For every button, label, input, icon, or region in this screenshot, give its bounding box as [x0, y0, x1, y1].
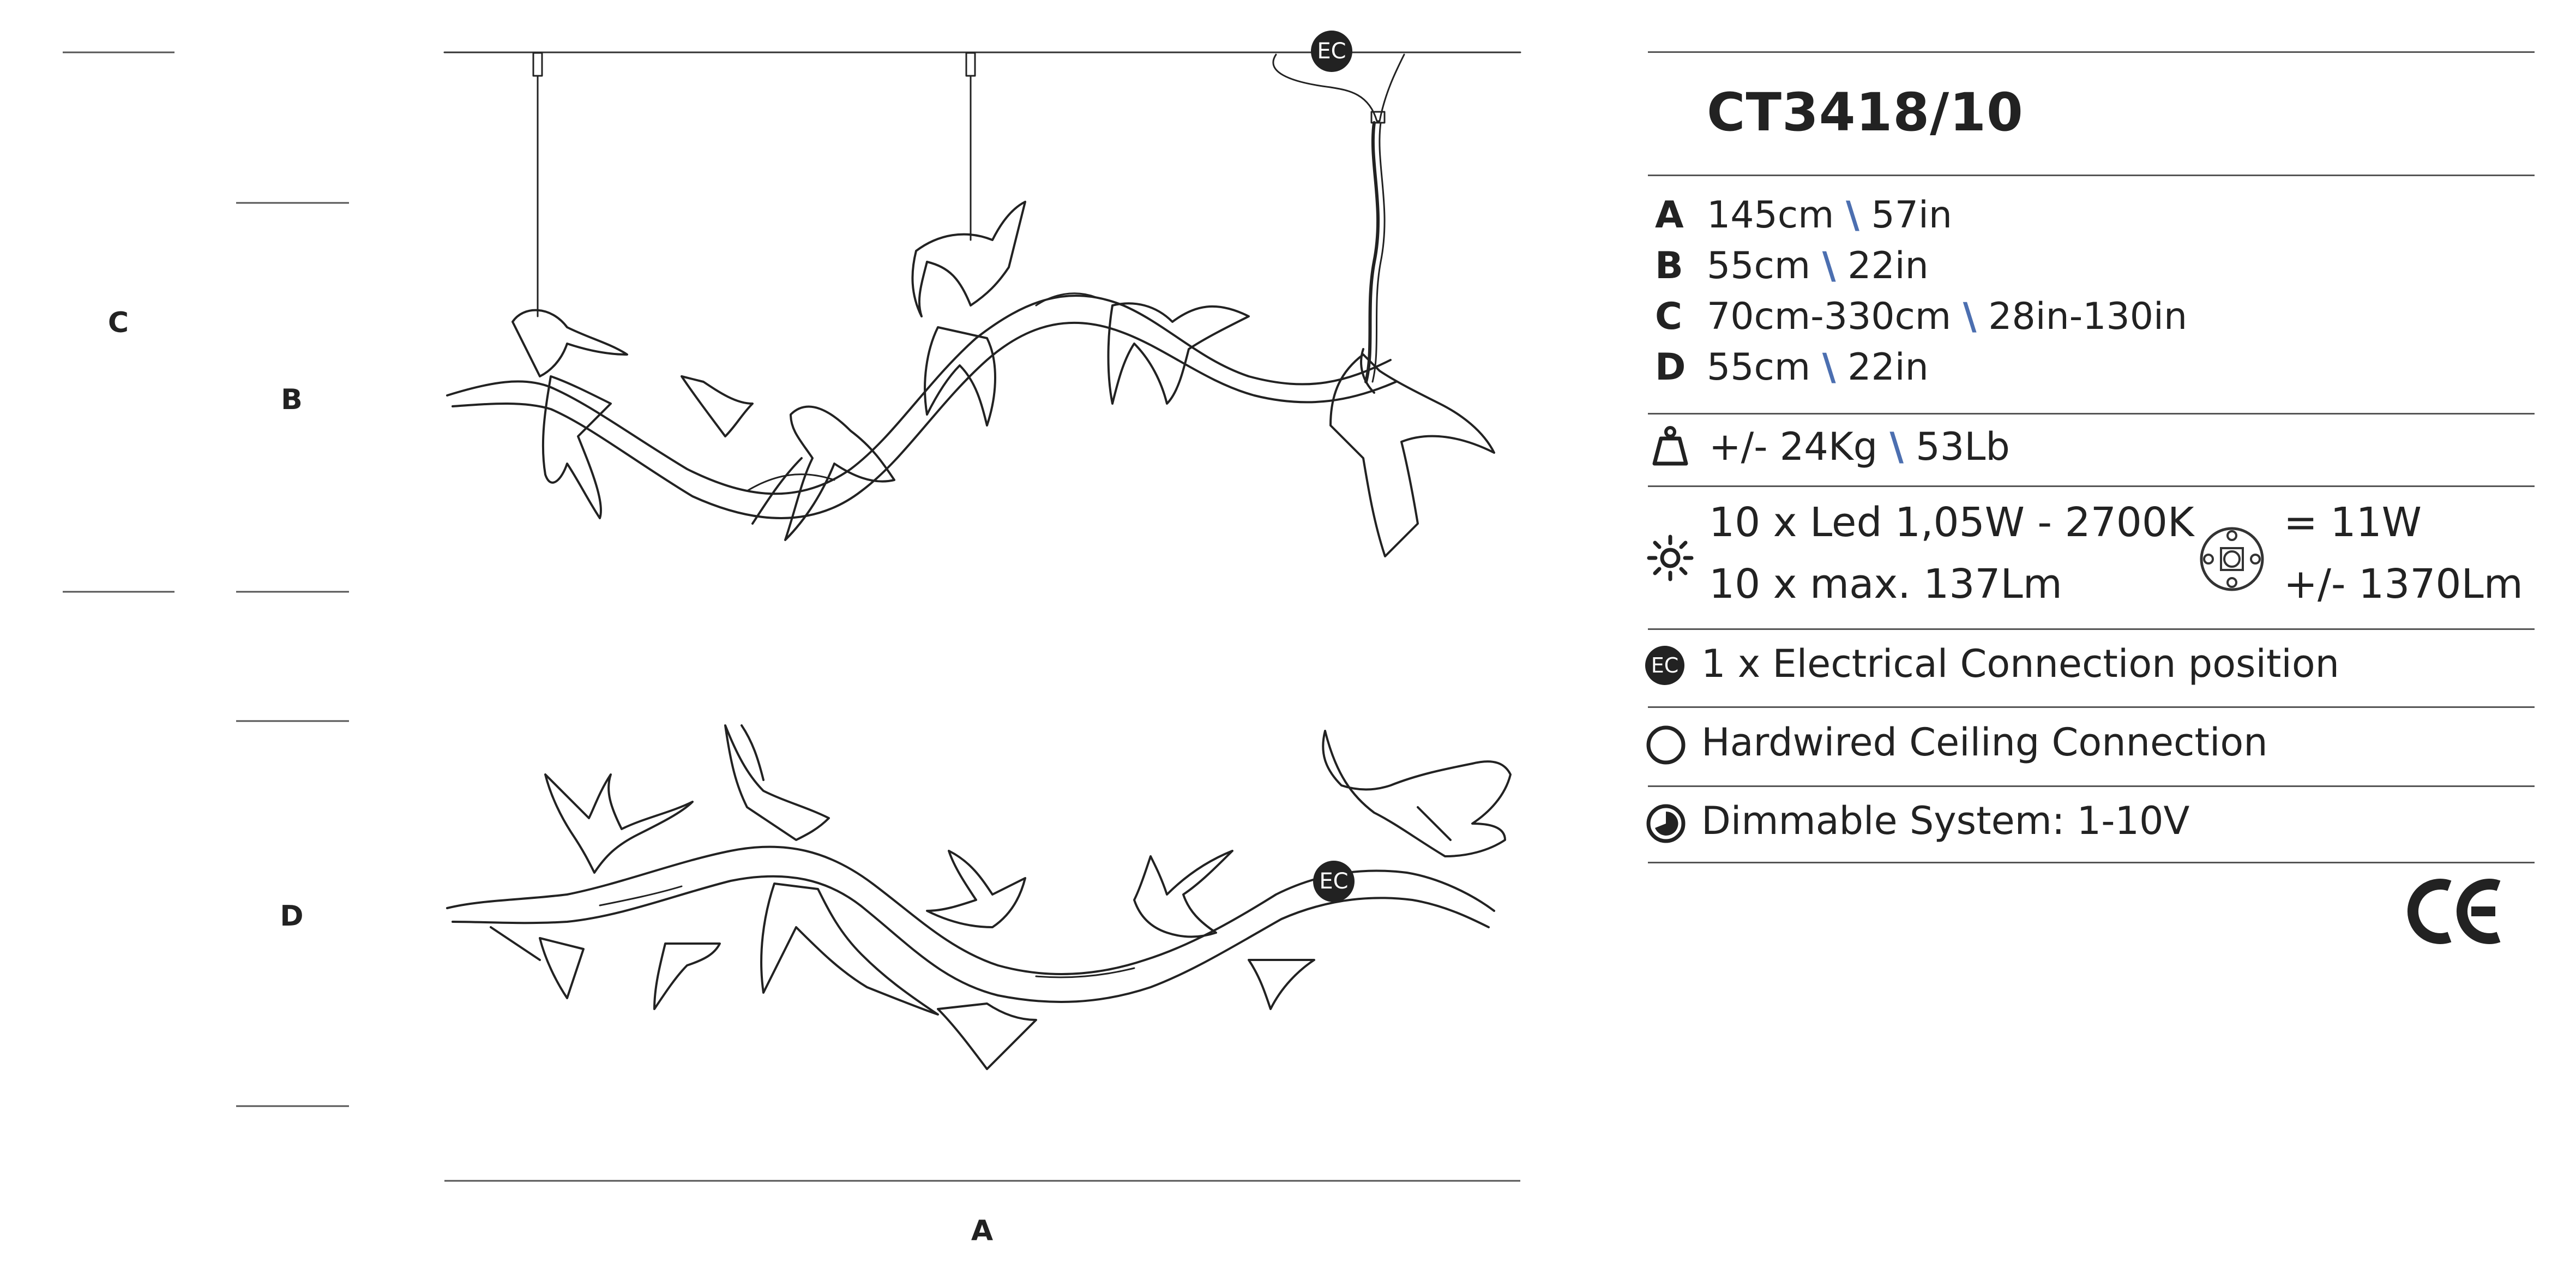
dimmable-text: Dimmable System: 1-10V	[1701, 798, 2190, 843]
lumen-spec-line: 10 x max. 137Lm	[1709, 561, 2062, 608]
weight-value: +/- 24Kg \ 53Lb	[1709, 424, 2010, 469]
dimmer-icon	[1646, 804, 1686, 843]
total-watt: = 11W	[2284, 499, 2422, 546]
ec-text: 1 x Electrical Connection position	[1701, 641, 2340, 686]
ec-badge-top-label: EC	[1319, 869, 1349, 894]
dimension-label-c: C	[107, 307, 129, 339]
ce-mark-icon	[2408, 879, 2501, 944]
ceiling-connection-text: Hardwired Ceiling Connection	[1701, 720, 2268, 765]
sun-icon	[1647, 535, 1694, 581]
dimension-label-d: D	[280, 900, 304, 933]
ec-icon: EC	[1645, 646, 1684, 685]
ec-badge-front	[1311, 31, 1352, 72]
ec-badge-top	[1313, 861, 1355, 902]
dimension-label-a: A	[971, 1215, 994, 1247]
total-lumen: +/- 1370Lm	[2284, 561, 2523, 608]
weight-icon	[1652, 426, 1688, 466]
technical-drawing	[63, 31, 1521, 1182]
ec-badge-front-label: EC	[1317, 39, 1346, 64]
circle-outline-icon	[1646, 725, 1686, 765]
led-spec-line: 10 x Led 1,05W - 2700K	[1709, 499, 2194, 546]
dimension-label-b: B	[281, 383, 303, 416]
model-title: CT3418/10	[1707, 82, 2024, 143]
led-module-icon	[2200, 527, 2264, 591]
